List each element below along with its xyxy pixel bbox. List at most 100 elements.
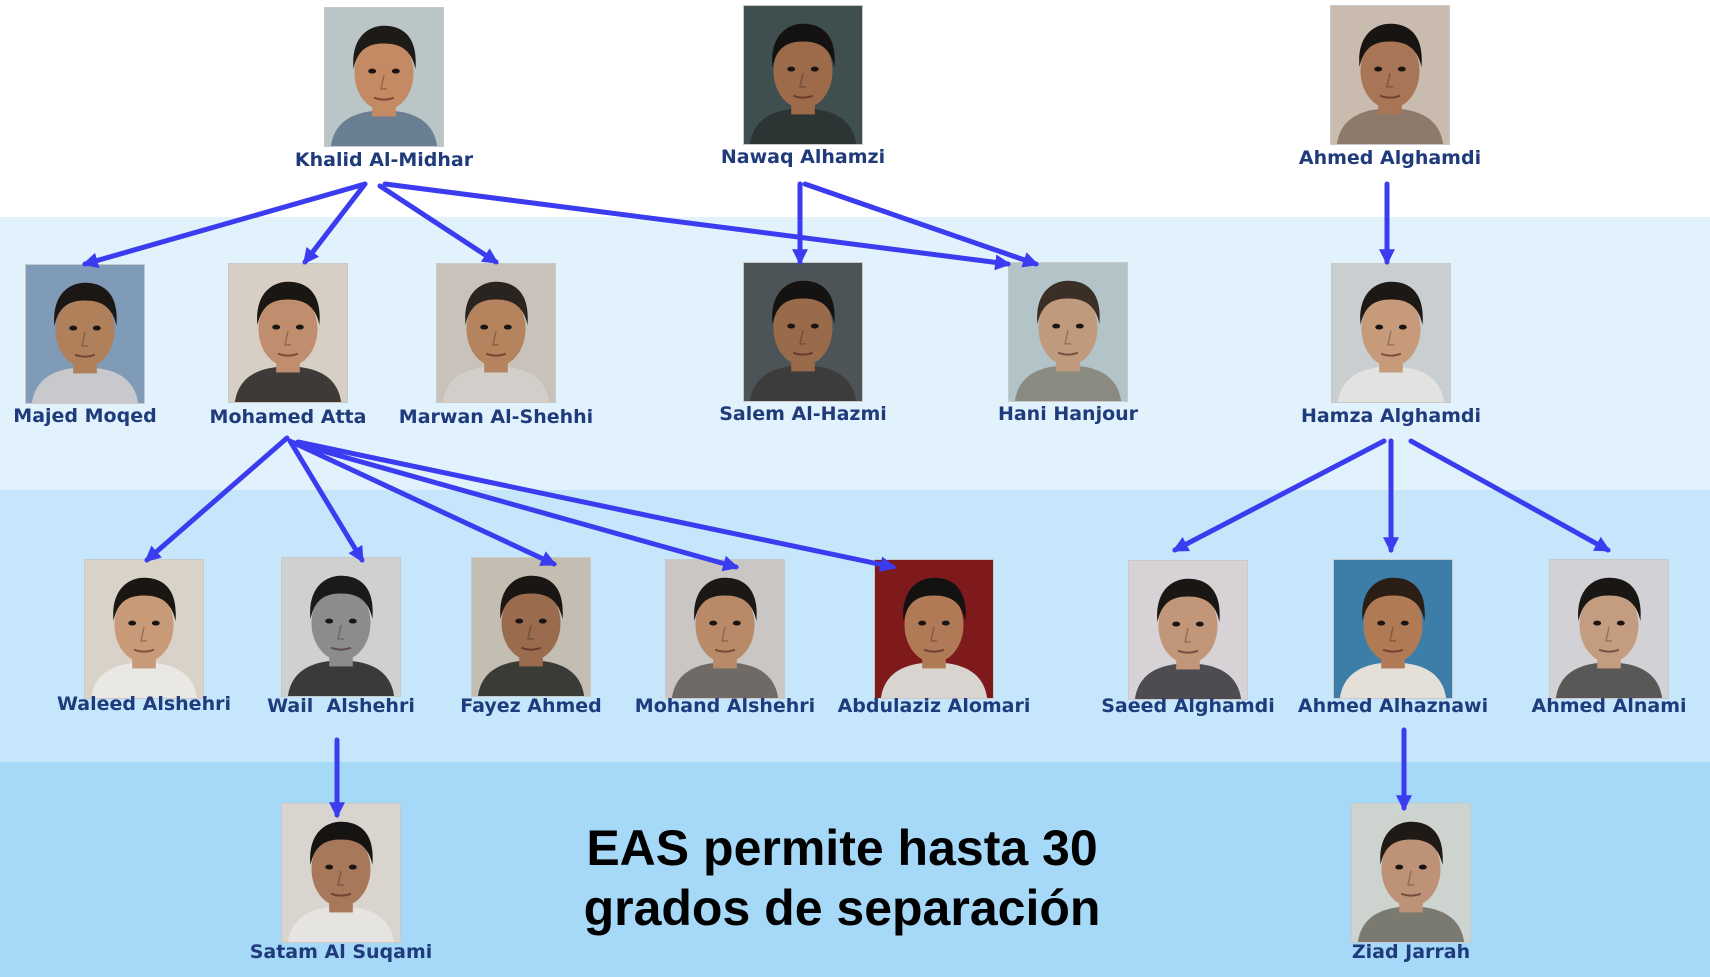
portrait-hair — [903, 577, 966, 622]
portrait-hair — [465, 281, 528, 326]
portrait-face — [773, 33, 833, 109]
portrait-image — [666, 560, 784, 698]
portrait-majed-moqed — [25, 264, 145, 404]
portrait-image — [85, 560, 203, 698]
portrait-mouth — [1598, 648, 1620, 653]
portrait-eye-left — [918, 620, 927, 626]
name-label-wail-alshehri: Wail Alshehri — [267, 695, 415, 717]
name-label-ahmed-alghamdi: Ahmed Alghamdi — [1298, 147, 1482, 169]
portrait-image — [325, 8, 443, 146]
portrait-eye-right — [348, 864, 357, 870]
portrait-fayez-ahmed — [471, 557, 591, 697]
portrait-mouth — [373, 96, 395, 101]
portrait-face — [1363, 587, 1423, 663]
portrait-ahmed-alhaznawi — [1333, 559, 1453, 699]
portrait-nose — [492, 330, 499, 346]
portrait-shoulders — [671, 662, 779, 698]
headline-line-1: EAS permite hasta 30 — [586, 820, 1098, 876]
portrait-shoulders — [749, 365, 857, 401]
portrait-image — [472, 558, 590, 696]
portrait-eye-left — [787, 323, 796, 329]
portrait-nose — [1389, 626, 1396, 642]
name-label-ahmed-alnami: Ahmed Alnami — [1531, 695, 1687, 717]
portrait-hair — [1360, 281, 1423, 326]
portrait-eye-left — [515, 618, 524, 624]
portrait-face — [904, 587, 964, 663]
portrait-shoulders — [1357, 906, 1465, 942]
portrait-eye-left — [787, 66, 796, 72]
portrait-satam-al-suqami — [281, 803, 401, 943]
portrait-eye-right — [810, 66, 819, 72]
name-label-hamza-alghamdi: Hamza Alghamdi — [1300, 405, 1482, 427]
portrait-saeed-alghamdi — [1128, 560, 1248, 700]
portrait-nose — [799, 72, 806, 88]
portrait-shoulders — [287, 660, 395, 696]
portrait-nose — [799, 329, 806, 345]
portrait-eye-right — [348, 618, 357, 624]
portrait-face — [311, 831, 371, 907]
portrait-image — [1332, 264, 1450, 402]
portrait-wail-alshehri — [281, 557, 401, 697]
portrait-nawaq-alhamzi — [743, 5, 863, 145]
portrait-eye-left — [1052, 323, 1061, 329]
portrait-eye-right — [1400, 620, 1409, 626]
portrait-eye-right — [1398, 324, 1407, 330]
portrait-face — [466, 291, 526, 367]
portrait-mohand-alshehri — [665, 559, 785, 699]
band-level-2 — [0, 490, 1710, 762]
portrait-eye-left — [272, 324, 281, 330]
name-label-salem-al-hazmi: Salem Al-Hazmi — [719, 403, 887, 425]
portrait-eye-left — [69, 325, 78, 331]
portrait-mouth — [1177, 649, 1199, 654]
portrait-shoulders — [287, 906, 395, 942]
portrait-shoulders — [1555, 662, 1663, 698]
portrait-image — [1129, 561, 1247, 699]
portrait-face — [258, 291, 318, 367]
portrait-eye-right — [503, 324, 512, 330]
portrait-image — [282, 804, 400, 942]
name-label-saeed-alghamdi: Saeed Alghamdi — [1101, 695, 1275, 717]
portrait-mouth — [330, 892, 352, 897]
portrait-mouth — [792, 94, 814, 99]
name-label-ziad-jarrah: Ziad Jarrah — [1351, 941, 1471, 963]
portrait-ahmed-alnami — [1549, 559, 1669, 699]
portrait-nose — [721, 626, 728, 642]
portrait-image — [282, 558, 400, 696]
portrait-eye-left — [1172, 621, 1181, 627]
portrait-eye-left — [1593, 620, 1602, 626]
portrait-eye-right — [1418, 864, 1427, 870]
headline-line-2: grados de separación — [583, 880, 1101, 936]
portrait-shoulders — [442, 366, 550, 402]
portrait-mohamed-atta — [228, 263, 348, 403]
portrait-mouth — [330, 646, 352, 651]
portrait-face — [1361, 291, 1421, 367]
portrait-hani-hanjour — [1008, 262, 1128, 402]
name-label-fayez-ahmed: Fayez Ahmed — [460, 695, 602, 717]
portrait-eye-left — [128, 620, 137, 626]
portrait-khalid-al-midhar — [324, 7, 444, 147]
portrait-face — [1579, 587, 1639, 663]
portrait-hair — [257, 281, 320, 326]
portrait-mouth — [792, 351, 814, 356]
portrait-hair — [1380, 821, 1443, 866]
portrait-face — [1158, 588, 1218, 664]
name-label-nawaq-alhamzi: Nawaq Alhamzi — [720, 146, 886, 168]
portrait-shoulders — [1336, 108, 1444, 144]
portrait-shoulders — [90, 662, 198, 698]
portrait-hair — [694, 577, 757, 622]
portrait-eye-right — [538, 618, 547, 624]
portrait-eye-right — [295, 324, 304, 330]
portrait-image — [1334, 560, 1452, 698]
portrait-face — [1038, 290, 1098, 366]
portrait-face — [114, 587, 174, 663]
portrait-shoulders — [1337, 366, 1445, 402]
portrait-ahmed-alghamdi — [1330, 5, 1450, 145]
portrait-face — [354, 35, 414, 111]
portrait-eye-right — [941, 620, 950, 626]
portrait-eye-right — [732, 620, 741, 626]
portrait-eye-right — [391, 68, 400, 74]
portrait-image — [229, 264, 347, 402]
portrait-shoulders — [477, 660, 585, 696]
portrait-mouth — [1057, 351, 1079, 356]
portrait-shoulders — [330, 110, 438, 146]
